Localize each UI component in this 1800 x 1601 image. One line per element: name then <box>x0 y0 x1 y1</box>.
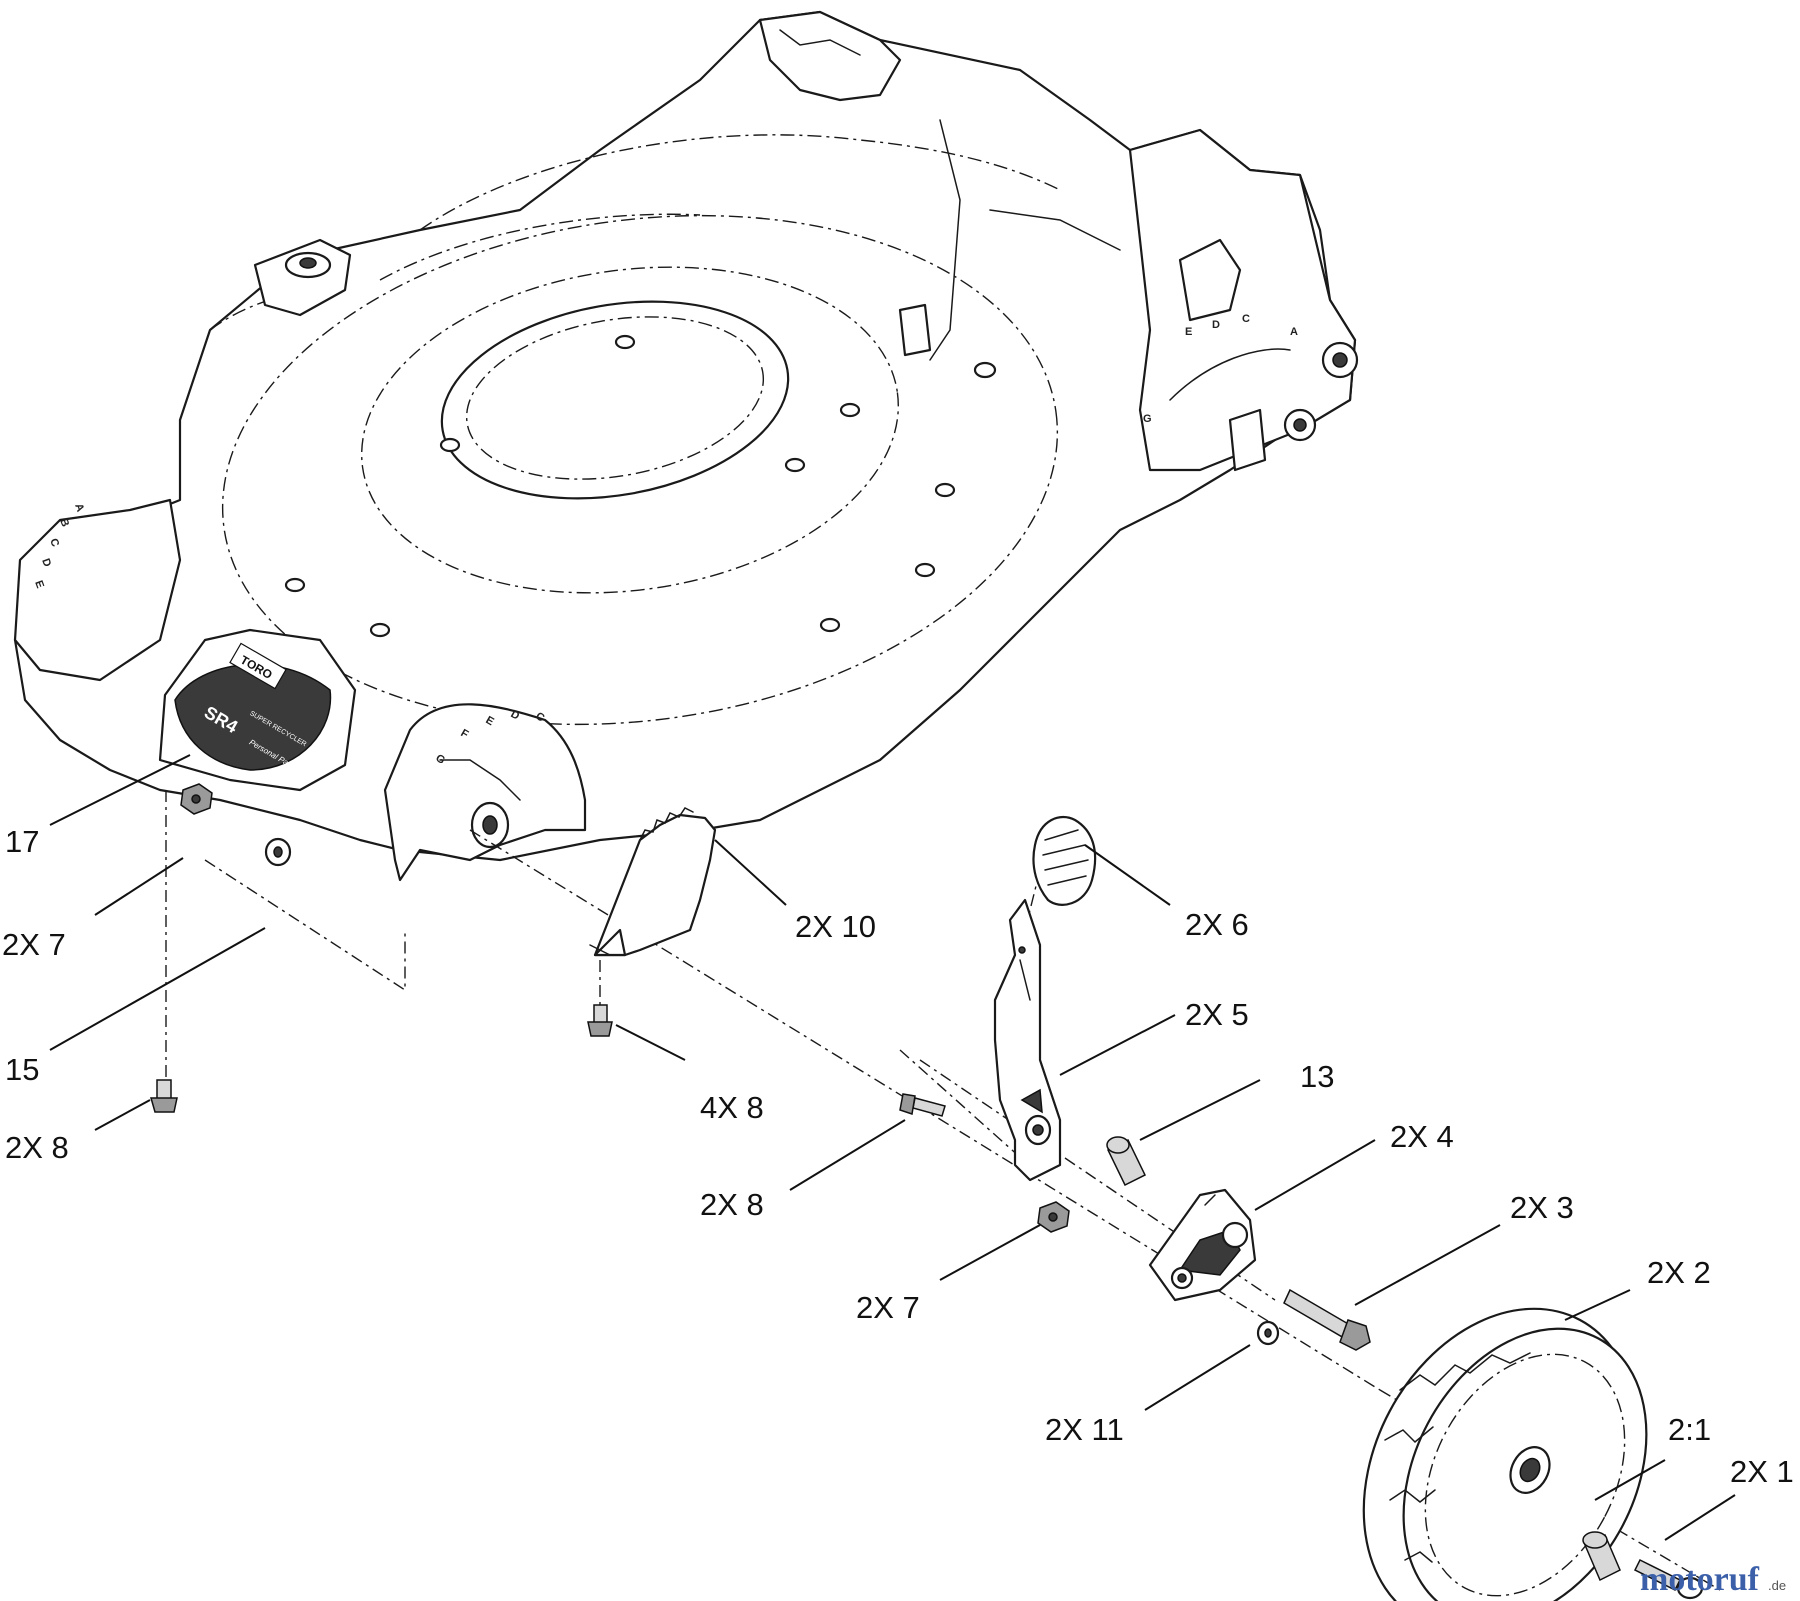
front-height-scale: A B C D E <box>13 498 182 682</box>
svg-text:B: B <box>57 517 71 529</box>
callout-labels: 17 2X 7 15 2X 8 4X 8 2X 10 2X 6 2X 5 13 … <box>2 824 1794 1489</box>
deck-bolt-holes <box>284 334 997 638</box>
hex-nut-left <box>180 783 213 815</box>
leader-lines <box>49 754 1736 1541</box>
svg-text:E: E <box>32 579 46 590</box>
wheel-axle-bolt <box>1283 1288 1371 1351</box>
svg-text:C: C <box>1242 313 1250 325</box>
svg-text:D: D <box>1212 319 1220 331</box>
wheel <box>1362 1307 1648 1601</box>
pedal-pad <box>1032 815 1097 906</box>
deck-decal: TORO SR4 SUPER RECYCLER Personal Pace <box>158 628 357 792</box>
svg-text:.de: .de <box>1768 1578 1786 1593</box>
height-lever <box>993 898 1062 1182</box>
svg-text:A: A <box>72 502 86 514</box>
callout-15: 15 <box>5 1052 39 1087</box>
svg-text:G: G <box>1143 413 1152 425</box>
callout-2x5: 2X 5 <box>1185 997 1249 1032</box>
front-wheel-well: G F E D C <box>383 703 587 882</box>
callout-2x11: 2X 11 <box>1045 1412 1124 1447</box>
wheel-pivot-bracket <box>1148 1188 1257 1302</box>
hex-bolt-lever <box>899 1093 946 1117</box>
callout-2x2: 2X 2 <box>1647 1255 1711 1290</box>
callout-2x1: 2X 1 <box>1730 1454 1794 1489</box>
callout-2-1: 2:1 <box>1668 1412 1711 1447</box>
callout-2x7-nut: 2X 7 <box>2 927 66 962</box>
spacer-bushing <box>1106 1136 1146 1187</box>
wheel-bushing <box>1582 1531 1621 1582</box>
rear-height-scale: E D C A G <box>1143 313 1298 425</box>
hex-bolt-center <box>587 1004 613 1037</box>
svg-text:A: A <box>1290 326 1298 338</box>
wheel-shoulder-bolt <box>1633 1558 1704 1600</box>
callout-2x6: 2X 6 <box>1185 907 1249 942</box>
hex-bolt-left <box>150 1079 178 1113</box>
callout-2x4: 2X 4 <box>1390 1119 1454 1154</box>
callout-2x7-pivot: 2X 7 <box>856 1290 920 1325</box>
svg-text:E: E <box>1185 326 1192 338</box>
wheel-washer <box>1256 1320 1280 1346</box>
mower-deck: E D C A G A B C D E G F E D C <box>13 10 1359 882</box>
svg-text:C: C <box>47 537 61 549</box>
hex-nut-pivot <box>1037 1201 1070 1233</box>
callout-2x8-left: 2X 8 <box>5 1130 69 1165</box>
callout-2x10: 2X 10 <box>795 909 876 944</box>
callout-4x8: 4X 8 <box>700 1090 764 1125</box>
callout-13: 13 <box>1300 1059 1334 1094</box>
watermark-logo: motoruf .de <box>1640 1561 1786 1598</box>
flat-washer <box>264 837 292 867</box>
callout-2x8-lever: 2X 8 <box>700 1187 764 1222</box>
height-adjust-plate <box>589 807 717 957</box>
callout-17: 17 <box>5 824 39 859</box>
callout-2x3: 2X 3 <box>1510 1190 1574 1225</box>
svg-text:motoruf: motoruf <box>1640 1561 1760 1598</box>
svg-text:D: D <box>39 557 53 569</box>
